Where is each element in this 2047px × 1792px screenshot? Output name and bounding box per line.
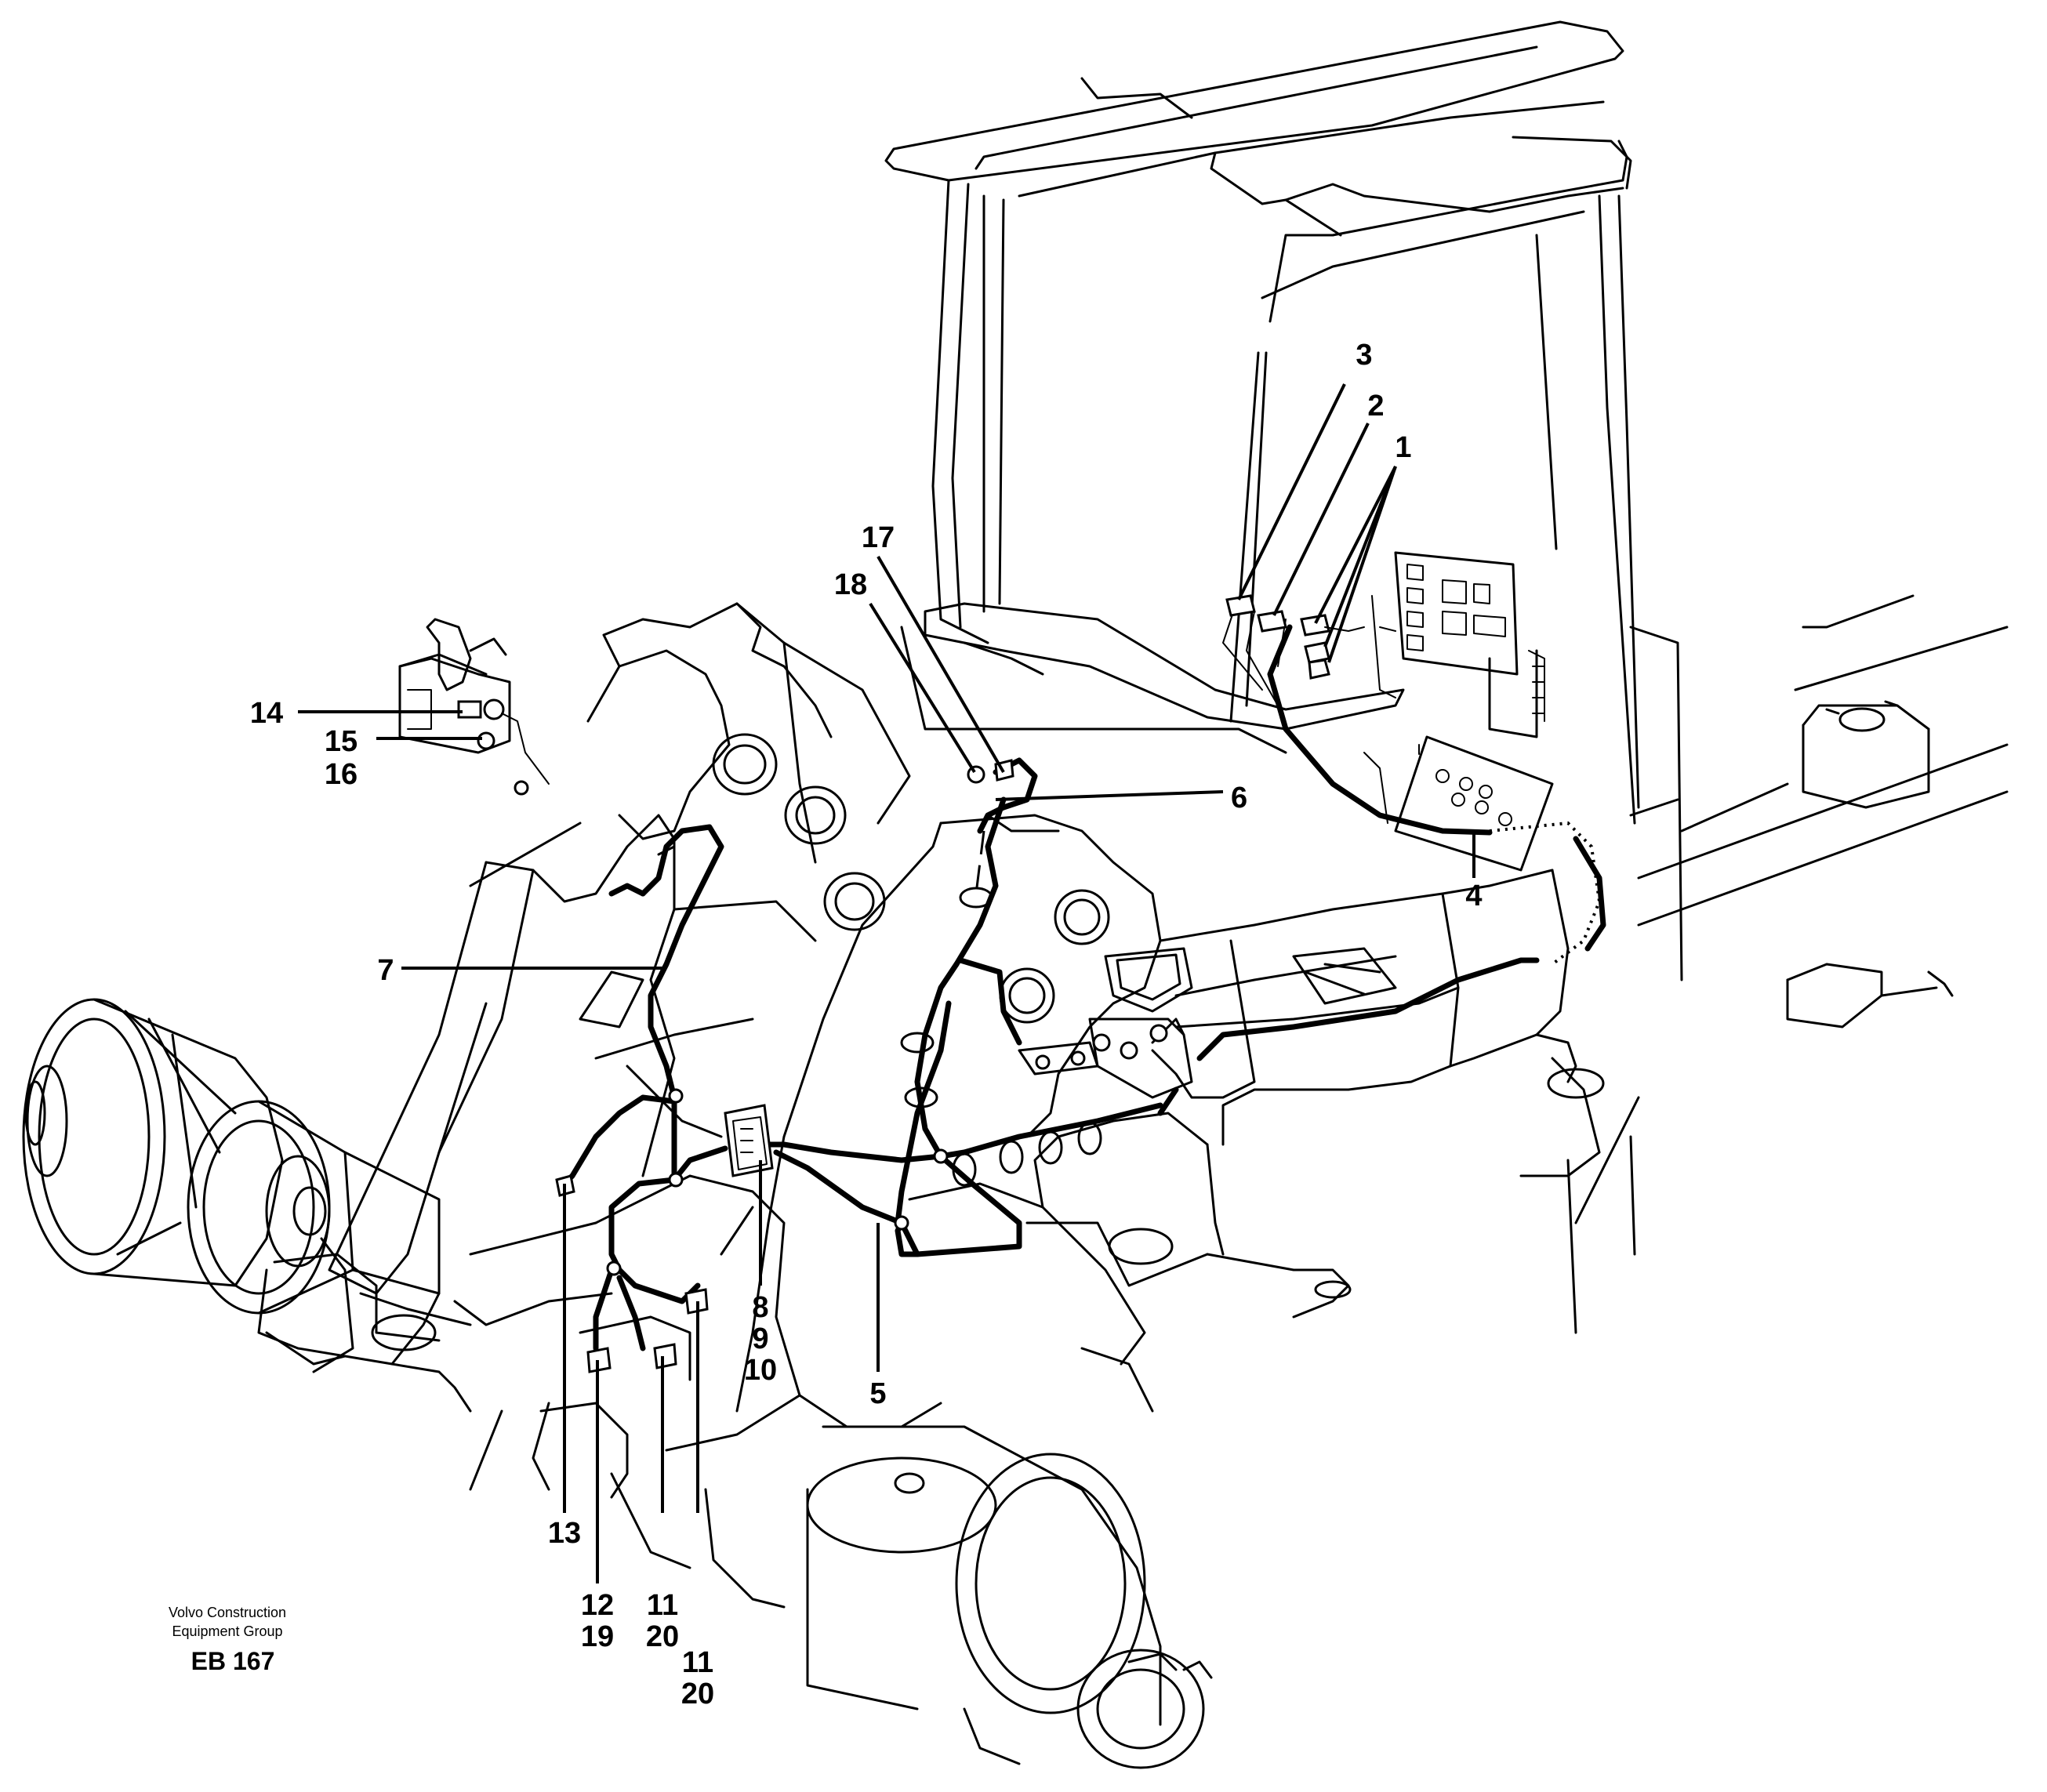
loader-frame	[257, 602, 1605, 1499]
callout-5: 5	[869, 1377, 886, 1410]
callout-6: 6	[1231, 782, 1247, 814]
callout-12: 12	[581, 1589, 614, 1622]
callout-11a: 11	[647, 1589, 678, 1622]
cab-outline	[884, 20, 1789, 981]
footer-company-line2: Equipment Group	[172, 1623, 282, 1639]
rear-frame	[1566, 594, 2009, 1334]
callout-7: 7	[377, 954, 394, 987]
cab-connectors	[1225, 594, 1365, 680]
callout-10: 10	[744, 1354, 777, 1387]
leader-lines	[298, 383, 1475, 1583]
relay-board	[1363, 551, 1554, 872]
footer: Volvo Construction Equipment Group EB 16…	[169, 1605, 286, 1675]
callout-4: 4	[1465, 880, 1482, 912]
footer-company-line1: Volvo Construction	[169, 1605, 286, 1620]
callout-labels: 3 2 1 4 5 6 7 8 9 10 13 12 19 11 20 11 2…	[250, 339, 1483, 1710]
left-wheel-hub	[22, 998, 441, 1373]
callout-18: 18	[834, 568, 867, 601]
callout-9: 9	[752, 1322, 768, 1355]
wiring-harness	[555, 607, 1606, 1373]
callout-16: 16	[325, 758, 357, 791]
callout-20a: 20	[646, 1620, 679, 1653]
callout-3: 3	[1356, 339, 1372, 372]
callout-14: 14	[250, 697, 283, 730]
callout-2: 2	[1367, 390, 1384, 423]
callout-1: 1	[1395, 431, 1411, 464]
callout-19: 19	[581, 1620, 614, 1653]
callout-11b: 11	[682, 1646, 713, 1679]
callout-15: 15	[325, 725, 357, 758]
callout-20b: 20	[681, 1678, 714, 1710]
left-work-lamp	[398, 618, 550, 796]
bottom-wheel-hub	[469, 1402, 1213, 1769]
callout-17: 17	[862, 521, 895, 554]
callout-13: 13	[548, 1517, 581, 1550]
figure-code: EB 167	[191, 1647, 275, 1675]
callout-8: 8	[752, 1291, 768, 1324]
right-work-lamp	[1018, 947, 1193, 1099]
